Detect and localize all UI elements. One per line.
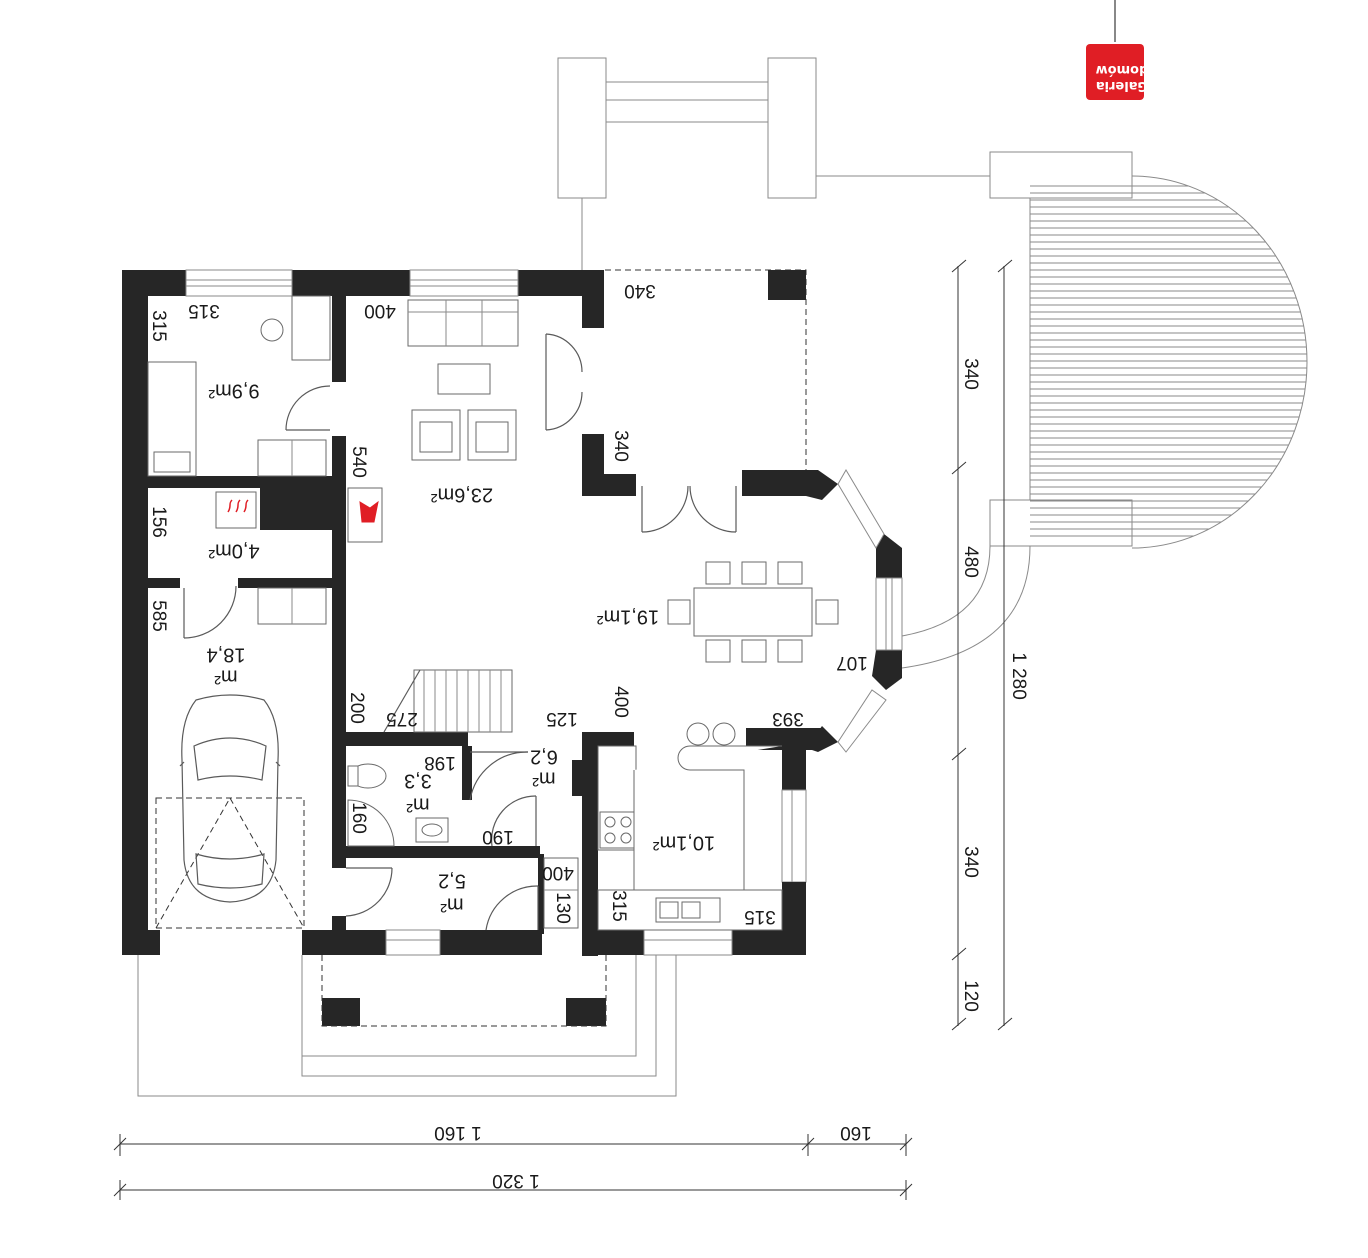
dim-wc-1: 198 [424, 752, 456, 773]
dim-kitchen-1: 393 [772, 708, 804, 729]
dim-vestibule-2: 130 [552, 892, 573, 924]
porch [137, 955, 677, 1097]
dim-right-2: 480 [960, 546, 981, 578]
dim-wc-2: 160 [348, 802, 369, 834]
furniture [147, 295, 839, 931]
dim-bottom-main: 1 160 [434, 1122, 482, 1143]
room-area-garage-2: m² [214, 666, 238, 688]
room-area-wc-1: 3,3 [404, 770, 432, 792]
dim-right-4: 120 [960, 980, 981, 1012]
dim-living-width: 400 [364, 300, 396, 321]
dim-kitchen-2: 315 [744, 906, 776, 927]
dim-hall-1: 125 [546, 708, 578, 729]
dim-terrace-height: 340 [610, 430, 631, 462]
room-area-garage-1: 18,4 [207, 644, 246, 666]
dim-bedroom-height: 315 [148, 310, 169, 342]
room-area-vestibule-2: m² [440, 894, 464, 916]
pergola [557, 57, 990, 270]
dim-right-3: 340 [960, 846, 981, 878]
dim-bedroom-width: 315 [188, 300, 220, 321]
dimension-lines-right [951, 259, 1013, 1031]
dim-dining-bay: 107 [836, 652, 868, 673]
doors [183, 333, 737, 931]
dim-terrace-width: 340 [624, 280, 656, 301]
labels: 9,9m² 315 315 23,6m² 400 540 340 340 4,0m² 156 18,… [148, 280, 1029, 1191]
room-area-hall-1: 6,2 [530, 746, 558, 768]
dim-right-total: 1 280 [1008, 652, 1029, 700]
dim-misc: 400 [610, 686, 631, 718]
dim-boiler: 156 [148, 506, 169, 538]
room-area-dining: 19,1m² [597, 606, 660, 628]
room-area-wc-2: m² [406, 794, 430, 816]
room-area-vestibule-1: 5,2 [438, 870, 466, 892]
round-deck [901, 151, 1308, 669]
dim-right-1: 340 [960, 358, 981, 390]
room-area-living: 23,6m² [431, 484, 494, 506]
dimension-lines-bottom [113, 1134, 913, 1200]
dim-living-height: 540 [348, 446, 369, 478]
room-area-hall-2: m² [532, 768, 556, 790]
dim-vestibule-1: 400 [542, 862, 574, 883]
logo-line1: Galeria [1096, 78, 1148, 93]
room-area-kitchen: 10,1m² [653, 832, 716, 854]
terrace [605, 269, 807, 470]
dim-garage: 585 [148, 600, 169, 632]
garage-car [155, 694, 305, 929]
dim-bottom-total: 1 320 [492, 1170, 540, 1191]
room-area-bedroom: 9,9m² [208, 380, 259, 402]
room-area-boiler: 4,0m² [208, 540, 259, 562]
dim-kitchen-3: 315 [608, 890, 629, 922]
walls [122, 269, 903, 956]
dim-bottom-right: 160 [840, 1122, 872, 1143]
dim-hall-2: 190 [482, 826, 514, 847]
dim-stairs-1: 200 [346, 692, 367, 724]
logo-badge: Galeria domów [1086, 0, 1148, 100]
logo-line2: domów [1096, 62, 1149, 77]
dim-stairs-2: 275 [386, 708, 418, 729]
